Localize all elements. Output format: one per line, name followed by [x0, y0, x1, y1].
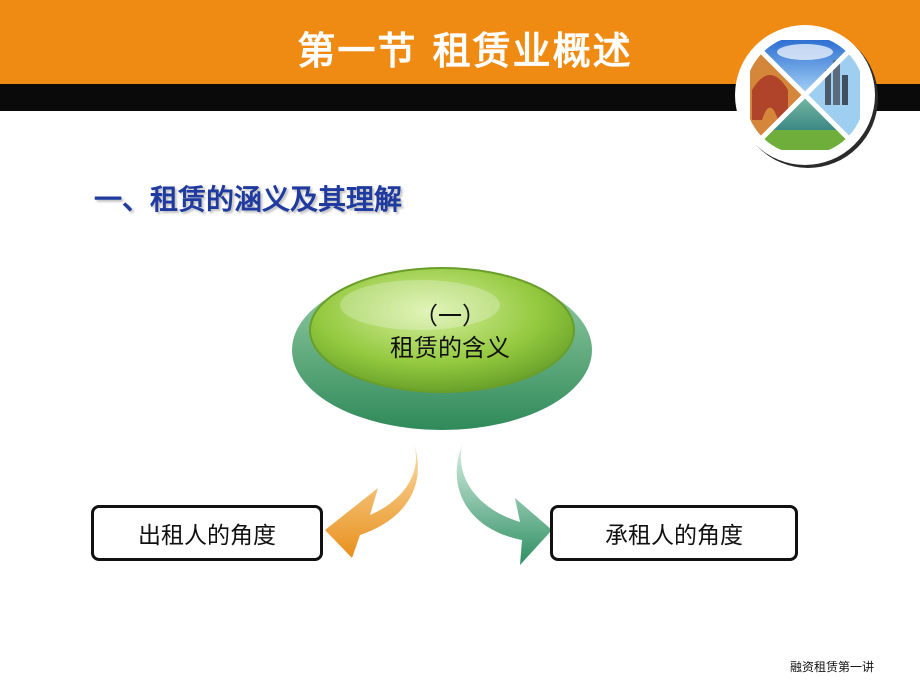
arrow-right-green — [456, 445, 552, 565]
slide-title: 第一节 租赁业概述 — [297, 29, 633, 73]
lessor-perspective-box: 出租人的角度 — [91, 505, 323, 561]
section-heading: 一、租赁的涵义及其理解 — [94, 183, 403, 216]
center-label-line2: 租赁的含义 — [390, 334, 510, 362]
center-label-line1: （一） — [414, 302, 486, 330]
landscape-collage-logo — [735, 25, 878, 168]
lessee-perspective-box: 承租人的角度 — [550, 505, 798, 561]
arrow-left-orange — [325, 438, 418, 558]
ellipse-top — [309, 267, 575, 393]
center-label: （一） 租赁的含义 — [330, 300, 570, 364]
footer-text: 融资租赁第一讲 — [790, 660, 875, 674]
